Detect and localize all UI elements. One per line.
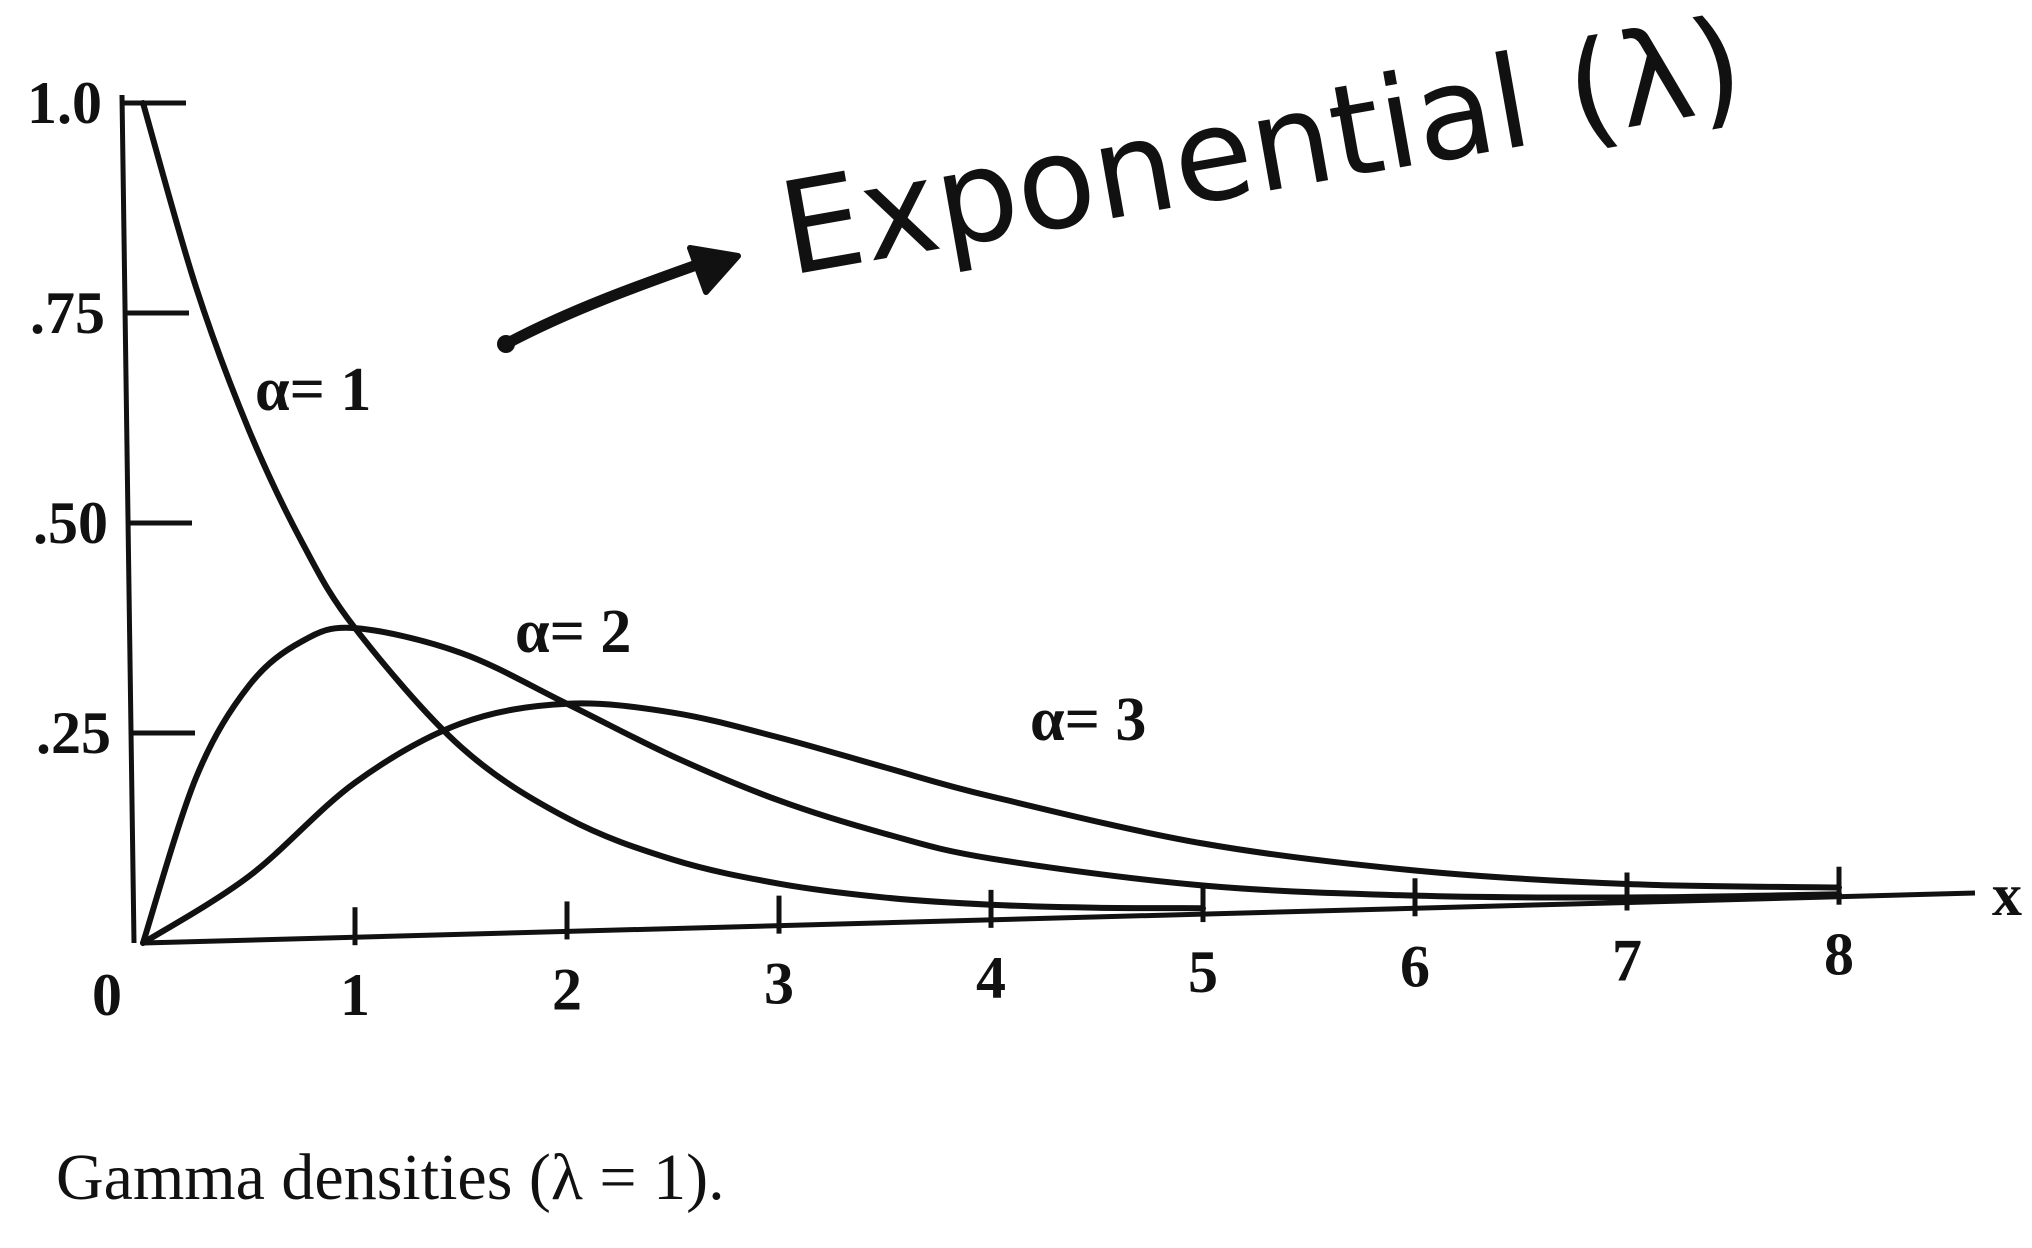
label-alpha-3: α= 3 [1030, 686, 1146, 754]
curve-alpha-1 [140, 100, 1206, 912]
annotation-exponential-text: Exponential (λ) [770, 0, 1754, 306]
curve-alpha-3 [140, 700, 1842, 946]
x-tick-label: 7 [1612, 927, 1642, 993]
annotation-arrow-line [500, 256, 711, 350]
annotation-group: Exponential (λ) [497, 0, 1754, 353]
label-alpha-2: α= 2 [515, 598, 631, 666]
y-tick-label: .75 [30, 280, 105, 346]
chart-curves [140, 100, 1842, 946]
y-axis-line [119, 94, 137, 944]
x-axis-label: x [1992, 862, 2022, 928]
x-tick-label: 1 [340, 962, 370, 1028]
x-tick-label: 3 [764, 951, 794, 1017]
x-tick-label: 5 [1188, 939, 1218, 1005]
y-tick-label: .50 [33, 490, 108, 556]
origin-label: 0 [92, 962, 122, 1028]
chart-axes [119, 94, 1976, 946]
x-axis-line [142, 890, 1976, 946]
curve-alpha-2 [140, 624, 1842, 946]
x-tick-label: 8 [1824, 922, 1854, 988]
annotation-arrowhead-icon [687, 245, 741, 295]
chart-labels: x 0 α= 1 α= 2 α= 3 [92, 356, 2022, 1028]
x-tick-label: 4 [976, 945, 1006, 1011]
x-tick-label: 2 [552, 956, 582, 1022]
y-tick-label: 1.0 [27, 70, 102, 136]
x-tick-label: 6 [1400, 933, 1430, 999]
figure-caption: Gamma densities (λ = 1). [56, 1141, 725, 1214]
chart-ticks: 1 2 3 4 5 6 7 8 .25 .50 .75 1.0 [27, 70, 1854, 1028]
label-alpha-1: α= 1 [255, 356, 371, 424]
y-tick-label: .25 [36, 700, 111, 766]
